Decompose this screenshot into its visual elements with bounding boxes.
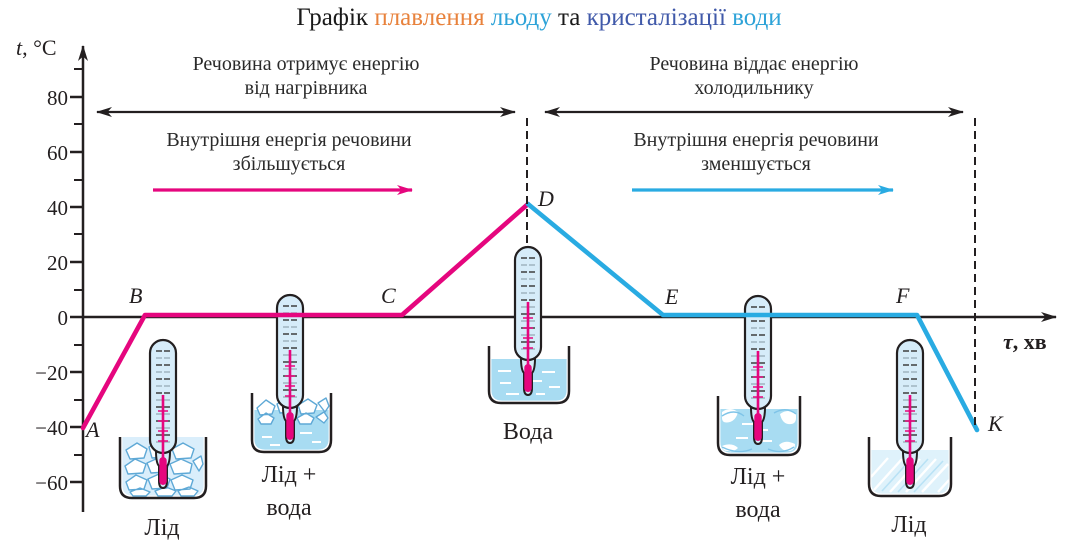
title-word-water: води [732, 4, 782, 31]
heating-curve [80, 201, 531, 431]
energy-decrease-line1: Внутрішня енергія речовини [633, 129, 879, 151]
caption-water: Вода [477, 416, 579, 449]
y-tick-m20: −20 [35, 361, 68, 385]
beaker-ice-right [867, 338, 953, 498]
beaker-glass [487, 346, 571, 405]
beaker-glass [118, 437, 208, 500]
title-word: Графік [296, 4, 375, 31]
caption-ice-right: Лід [857, 509, 961, 542]
figure-title: Графік плавлення льоду та кристалізації … [0, 4, 1078, 32]
caption-line: вода [266, 495, 312, 521]
point-label-b: B [129, 283, 143, 308]
beaker-water [487, 245, 571, 405]
x-axis-label: τ, хв [1003, 329, 1047, 355]
caption-ice-water-right: Лід + вода [705, 461, 811, 527]
energy-increase-annotation: Внутрішня енергія речовини збільшується [64, 128, 514, 176]
title-word-melting: плавлення [374, 4, 491, 31]
point-label-d: D [538, 186, 554, 211]
caption-line: Вода [502, 419, 554, 445]
cooling-annotation-line2: холодильнику [694, 77, 814, 99]
caption-line: Лід + [730, 464, 786, 490]
point-label-f: F [896, 283, 910, 308]
beaker-glass [250, 393, 333, 454]
y-tick-m60: −60 [35, 471, 68, 495]
cooling-annotation: Речовина віддає енергію холодильнику [542, 52, 966, 100]
beaker-ice-water-left [250, 293, 333, 454]
energy-decrease-line2: зменшується [701, 153, 811, 175]
beaker-ice-water-right [716, 294, 802, 457]
title-word-crystallization: кристалізації [586, 4, 733, 31]
caption-line: Лід [891, 512, 927, 538]
point-label-c: C [381, 283, 396, 308]
y-tick-40: 40 [47, 196, 68, 220]
y-axis-minor-ticks [74, 68, 83, 456]
y-axis-label: t, °C [16, 35, 57, 61]
beaker-glass [867, 437, 953, 498]
heating-annotation-line1: Речовина отримує енергію [192, 53, 420, 75]
x-axis-unit: , хв [1012, 329, 1047, 354]
y-axis-major-ticks [70, 95, 83, 484]
energy-increase-line1: Внутрішня енергія речовини [166, 129, 412, 151]
heating-annotation: Речовина отримує енергію від нагрівника [81, 52, 531, 100]
cooling-annotation-line1: Речовина віддає енергію [649, 53, 859, 75]
caption-line: Лід + [261, 462, 317, 488]
y-axis-symbol: t [16, 35, 23, 60]
point-label-a: A [86, 417, 100, 442]
heating-annotation-line2: від нагрівника [244, 77, 368, 99]
energy-increase-line2: збільшується [232, 153, 346, 175]
title-word: та [557, 4, 587, 31]
x-axis-symbol: τ [1003, 329, 1013, 354]
caption-ice-water-left: Лід + вода [237, 459, 341, 525]
energy-decrease-annotation: Внутрішня енергія речовини зменшується [540, 128, 972, 176]
y-tick-m40: −40 [35, 416, 68, 440]
caption-ice-left: Лід [112, 512, 212, 545]
caption-line: Лід [144, 515, 180, 541]
beaker-ice-left [118, 338, 208, 500]
point-label-e: E [665, 284, 679, 309]
y-tick-0: 0 [57, 306, 69, 330]
y-axis-unit: , °C [22, 35, 57, 60]
caption-line: вода [735, 497, 781, 523]
cooling-curve [525, 201, 980, 433]
y-tick-20: 20 [47, 251, 68, 275]
y-tick-60: 60 [47, 141, 68, 165]
title-word-ice: льоду [490, 4, 558, 31]
beaker-glass [716, 396, 802, 457]
y-tick-80: 80 [47, 86, 68, 110]
point-label-k: K [988, 411, 1003, 436]
